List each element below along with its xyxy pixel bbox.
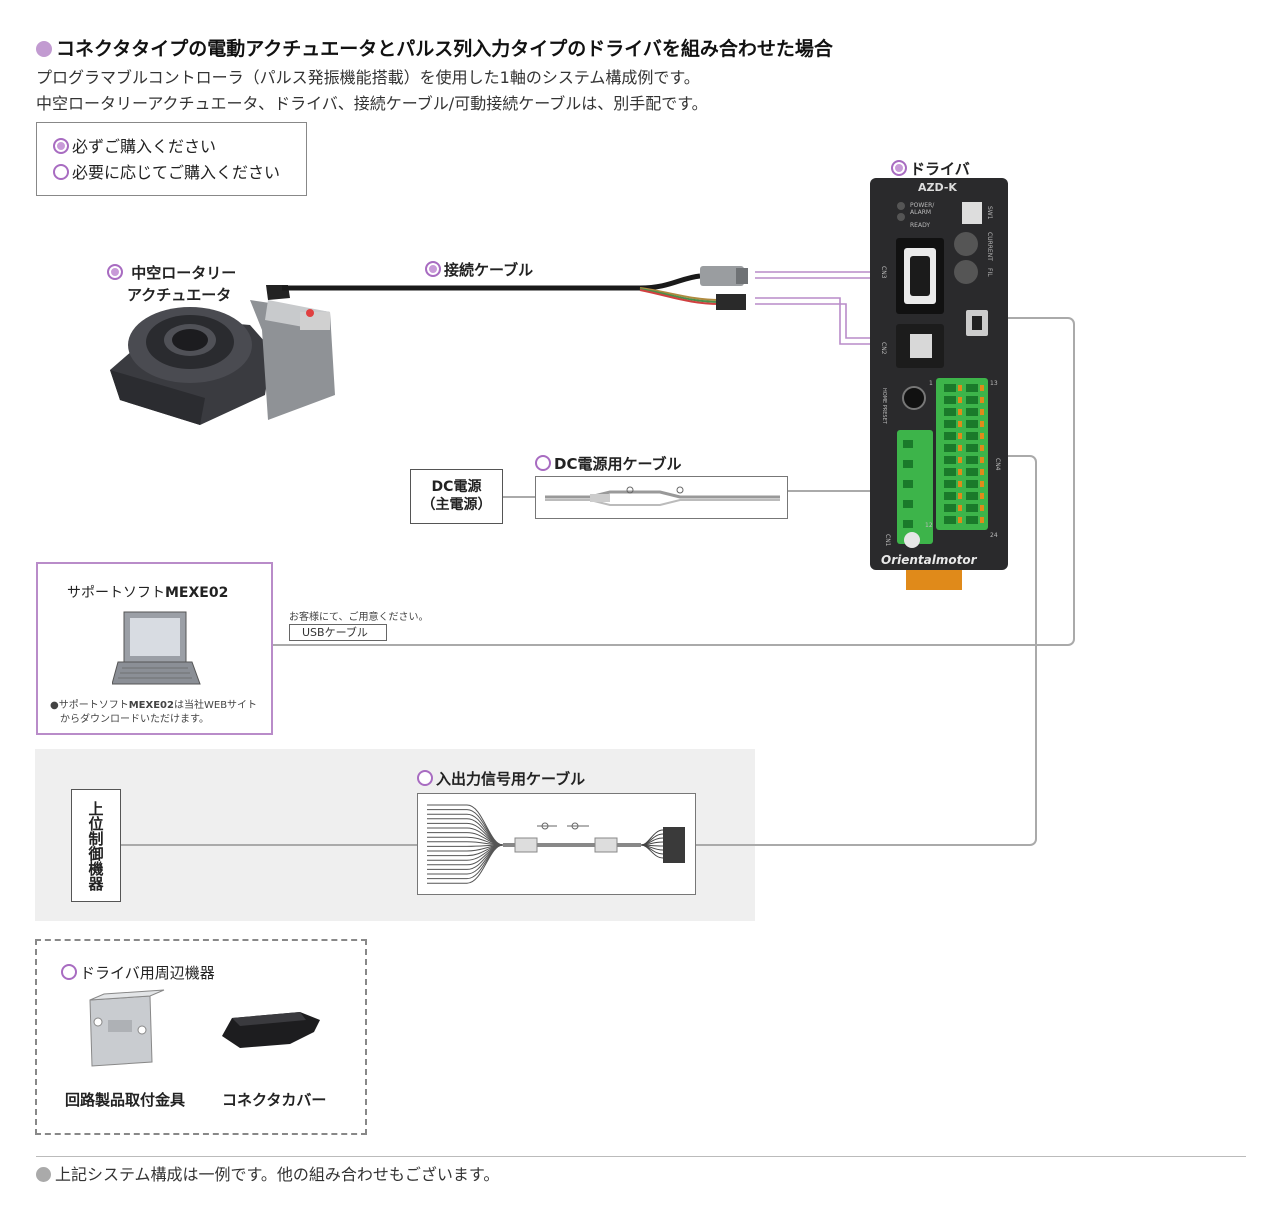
bullet-dot-icon — [36, 1167, 51, 1182]
optional-mark-icon — [417, 770, 433, 786]
intro-line-2: 中空ロータリーアクチュエータ、ドライバ、接続ケーブル/可動接続ケーブルは、別手配… — [36, 94, 708, 113]
bullet-dot-icon — [36, 41, 52, 57]
footer-note: 上記システム構成は一例です。他の組み合わせもございます。 — [36, 1161, 499, 1185]
actuator-label-line2: アクチュエータ — [127, 286, 232, 304]
footer-divider — [36, 1156, 1246, 1157]
driver-cn4: CN4 — [994, 458, 1001, 471]
required-mark-icon — [53, 138, 69, 154]
connection-cable-image — [282, 266, 748, 310]
optional-mark-icon — [53, 164, 69, 180]
peripherals-box — [35, 939, 367, 1135]
dc-cable-image — [545, 486, 780, 506]
required-mark-icon — [107, 264, 123, 280]
driver-pin-12: 12 — [925, 522, 933, 529]
driver-brand-logo: Orientalmotor — [881, 553, 977, 567]
driver-fil: FIL — [986, 268, 993, 277]
actuator-label: 中空ロータリー — [107, 262, 236, 283]
software-title: サポートソフトMEXE02 — [67, 585, 229, 601]
driver-pin-13: 13 — [990, 380, 998, 387]
driver-cn2: CN2 — [880, 342, 887, 355]
required-mark-icon — [891, 160, 907, 176]
driver-pin-1: 1 — [929, 380, 933, 387]
driver-sw1: SW1 — [986, 206, 993, 220]
dc-cable-label: DC電源用ケーブル — [535, 453, 682, 474]
driver-cn1: CN1 — [884, 534, 891, 547]
driver-pin-24: 24 — [990, 532, 998, 539]
cn4-terminal-grid — [944, 384, 984, 524]
actuator-image — [110, 285, 335, 425]
io-cable-drawing — [427, 804, 685, 884]
legend-optional: 必要に応じてご購入ください — [53, 159, 306, 185]
intro-line-1: プログラマブルコントローラ（パルス発振機能搭載）を使用した1軸のシステム構成例で… — [36, 68, 700, 87]
host-controller-box: 上位制御機器 — [71, 789, 121, 902]
software-note-2: からダウンロードいただけます。 — [60, 714, 209, 725]
usb-cable-label: USBケーブル — [289, 624, 387, 641]
driver-ready: READY — [910, 222, 931, 229]
driver-label: ドライバ — [891, 158, 970, 179]
legend-required: 必ずご購入ください — [53, 133, 306, 159]
optional-mark-icon — [61, 964, 77, 980]
software-note-1: ●サポートソフトMEXE02は当社WEBサイト — [50, 700, 258, 711]
usb-line — [273, 317, 1075, 646]
page-title: コネクタタイプの電動アクチュエータとパルス列入力タイプのドライバを組み合わせた場… — [36, 34, 833, 61]
dc-cable-box — [535, 476, 788, 519]
driver-model: AZD-K — [918, 181, 957, 194]
laptop-overlay — [112, 611, 201, 685]
connector-cover-image — [222, 1012, 320, 1048]
driver-current: CURRENT — [986, 232, 993, 261]
optional-mark-icon — [535, 455, 551, 471]
driver-cn3: CN3 — [880, 266, 887, 279]
connect-cable-label: 接続ケーブル — [425, 259, 533, 280]
connector-cover-label: コネクタカバー — [222, 1091, 327, 1109]
peripherals-title: ドライバ用周辺機器 — [61, 962, 215, 983]
driver-power-alarm: POWER/ALARM — [910, 202, 935, 216]
driver-home-preset: HOME PRESET — [881, 388, 887, 424]
io-line — [696, 455, 1037, 846]
usb-note: お客様にて、ご用意ください。 — [289, 612, 429, 623]
legend-box: 必ずご購入ください 必要に応じてご購入ください — [36, 122, 307, 196]
dc-power-box: DC電源 （主電源） — [410, 469, 503, 524]
bracket-image — [89, 989, 165, 1067]
bracket-label: 回路製品取付金具 — [65, 1091, 186, 1109]
required-mark-icon — [425, 261, 441, 277]
io-cable-label: 入出力信号用ケーブル — [417, 768, 585, 789]
